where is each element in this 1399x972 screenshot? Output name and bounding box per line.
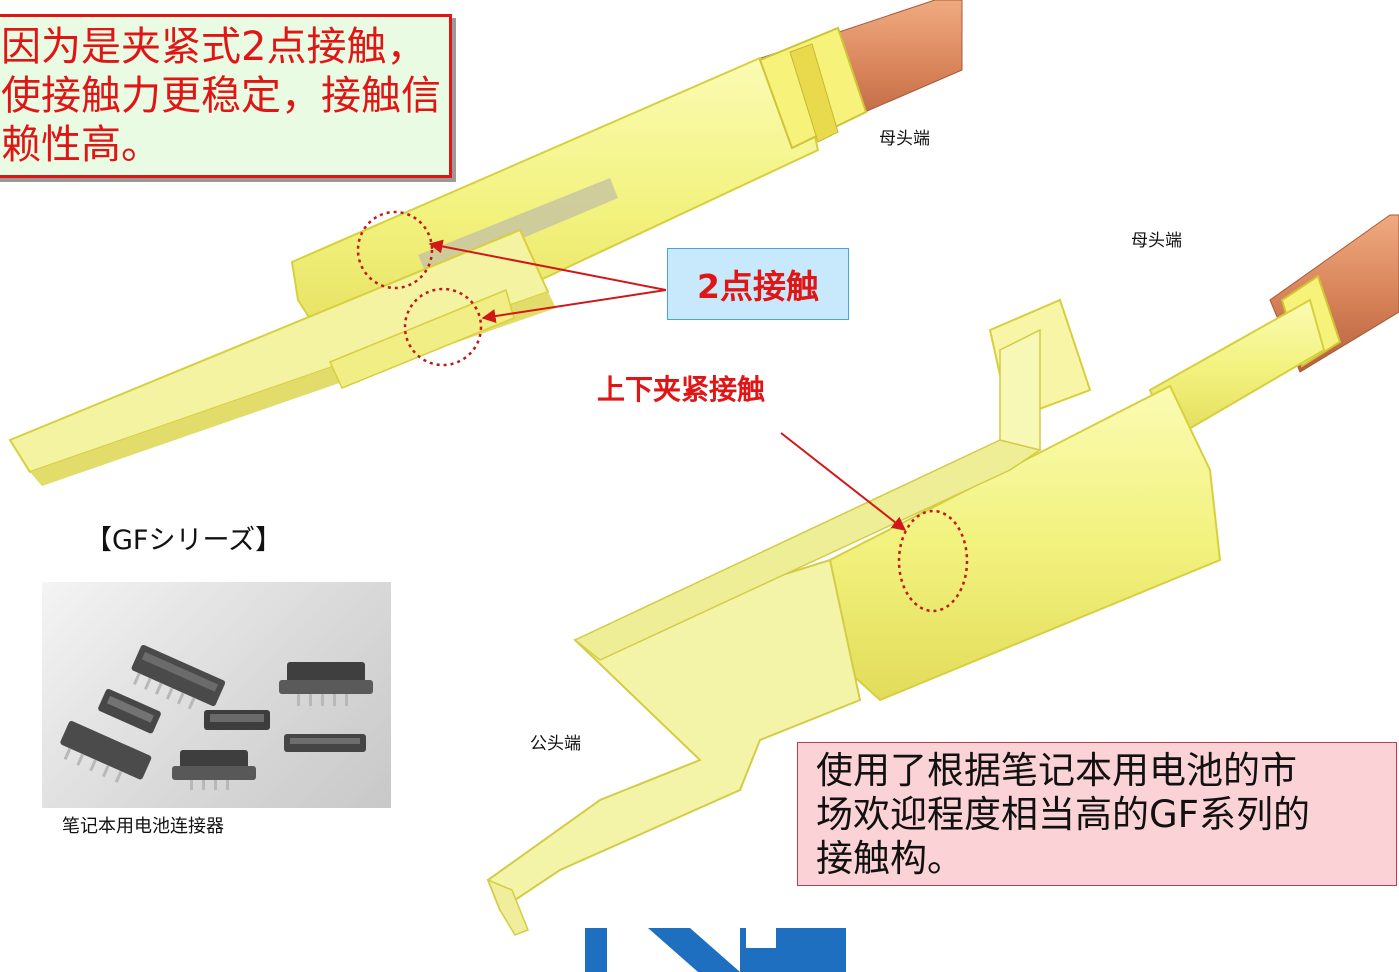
clamp-contact-label: 上下夹紧接触 — [597, 373, 766, 406]
female-terminal-label-top: 母头端 — [879, 129, 930, 149]
arrow-to-upper-contact — [428, 239, 667, 291]
two-point-contact-label: 2点接触 — [667, 248, 849, 320]
gf-series-title: 【GFシリーズ】 — [85, 525, 283, 556]
arrow-to-lower-contact — [481, 289, 667, 324]
male-terminal-tip — [486, 878, 529, 936]
top-connector — [8, 0, 963, 486]
gf-series-callout: 使用了根据笔记本用电池的市 场欢迎程度相当高的GF系列的 接触构。 — [797, 742, 1397, 886]
female-terminal-label-right: 母头端 — [1131, 231, 1182, 251]
male-terminal-label: 公头端 — [530, 734, 581, 754]
reliability-callout: 因为是夹紧式2点接触， 使接触力更稳定，接触信 赖性高。 — [0, 14, 452, 178]
male-terminal-plate — [486, 558, 862, 912]
contact-circle-lower — [403, 287, 483, 367]
right-connector — [486, 214, 1399, 936]
gf-photo-svg — [60, 644, 373, 790]
gf-photo-caption: 笔记本用电池连接器 — [62, 816, 224, 837]
male-terminal-step — [999, 328, 1041, 451]
male-blade — [8, 228, 550, 474]
gf-product-photo-contents — [60, 644, 373, 790]
lower-spring-top — [328, 288, 515, 389]
male-terminal-wall — [573, 439, 1042, 661]
arrow-to-clamp-contact — [780, 432, 907, 531]
crimp-band-top — [789, 43, 839, 143]
logo-mark — [585, 928, 846, 972]
gf-product-photo — [42, 582, 391, 808]
contact-circle-clamp — [897, 509, 969, 613]
